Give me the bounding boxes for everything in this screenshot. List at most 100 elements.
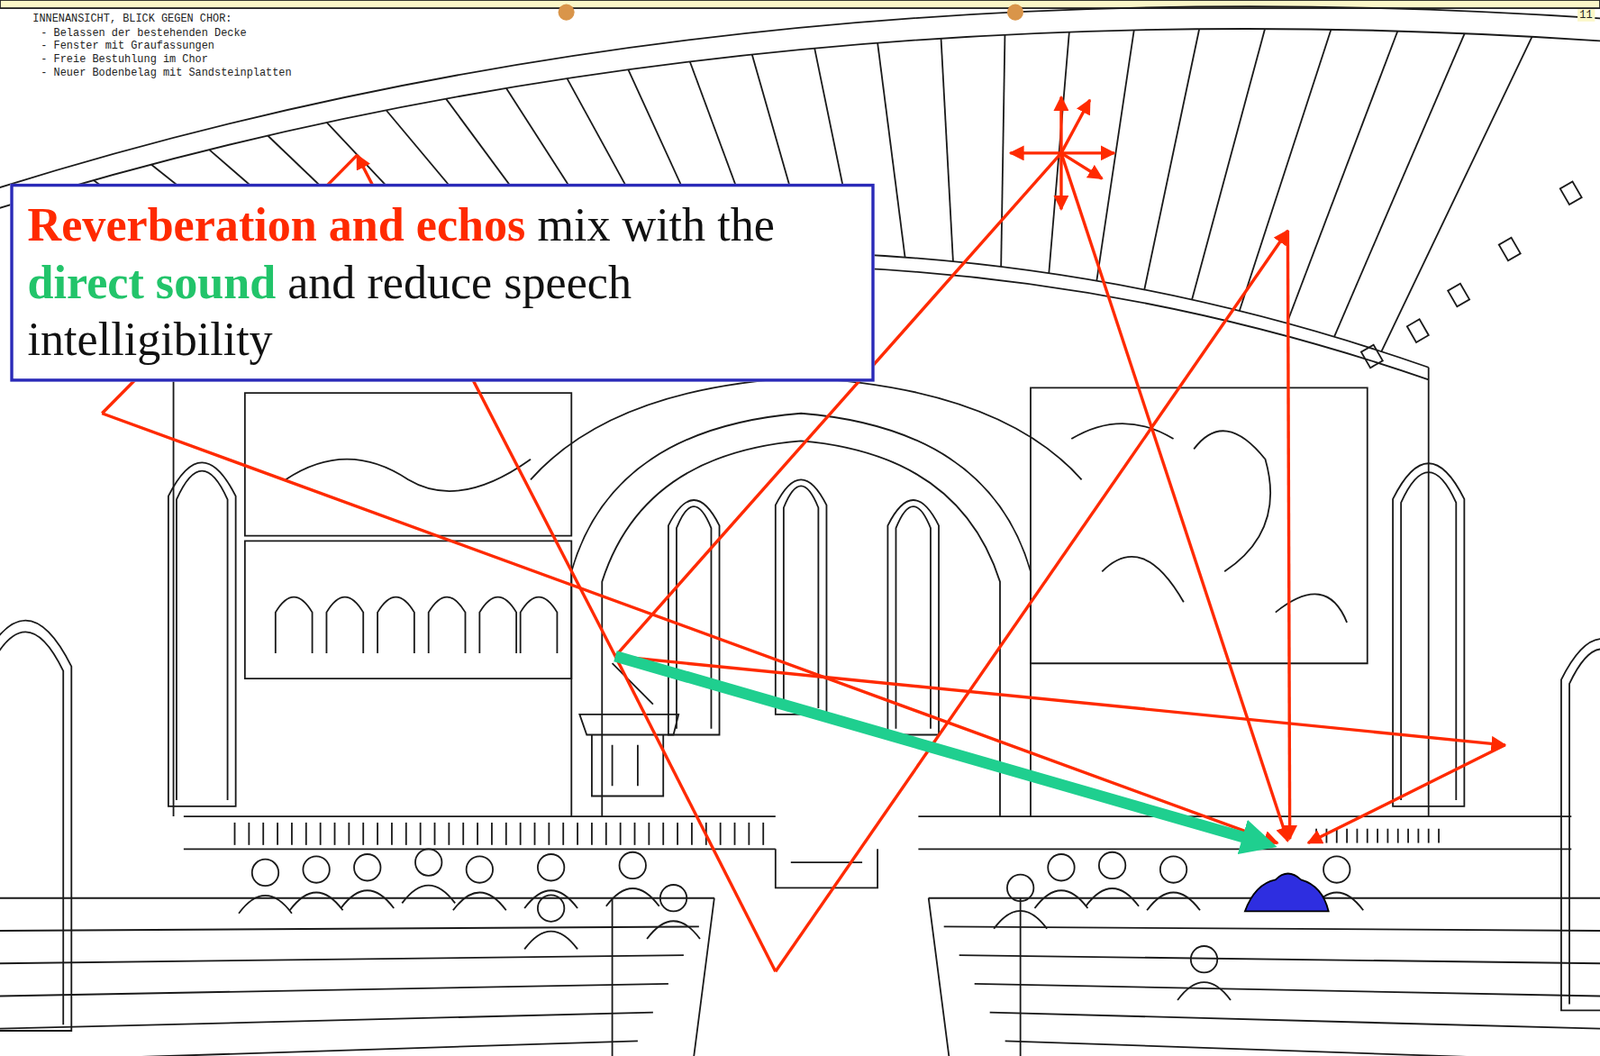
rail-bar bbox=[734, 822, 737, 846]
rail-bar bbox=[1437, 828, 1440, 844]
pew-row bbox=[959, 954, 1600, 964]
person-body bbox=[1146, 892, 1200, 911]
side-window bbox=[1561, 638, 1600, 1010]
ceiling-rib bbox=[1381, 36, 1532, 352]
ceiling-rib bbox=[1191, 28, 1265, 300]
rail-bar bbox=[619, 822, 622, 846]
reflection-ray bbox=[1308, 745, 1506, 844]
callout-box: Reverberation and echos mix with the dir… bbox=[9, 183, 874, 382]
header-note: - Neuer Bodenbelag mit Sandsteinplatten bbox=[38, 66, 294, 80]
ceiling-rib bbox=[877, 43, 905, 258]
side-window bbox=[176, 471, 228, 800]
wall-edge bbox=[172, 346, 175, 817]
pew-row bbox=[0, 1040, 638, 1056]
rail-bar bbox=[1345, 828, 1348, 844]
person-head bbox=[415, 848, 442, 875]
side-window bbox=[168, 462, 237, 806]
rail-bar bbox=[1366, 828, 1369, 844]
rail-bar bbox=[634, 822, 637, 846]
mural-panel bbox=[1030, 387, 1368, 664]
rail-bar bbox=[434, 822, 437, 846]
side-window bbox=[1569, 648, 1600, 1004]
rail-bar bbox=[1336, 828, 1338, 844]
ceiling-rib bbox=[1334, 33, 1465, 337]
side-window bbox=[1400, 472, 1456, 800]
altar-table bbox=[775, 848, 878, 888]
wall-edge bbox=[1427, 367, 1430, 817]
rail-bar bbox=[1397, 828, 1400, 844]
arch-ornament bbox=[530, 377, 1082, 480]
rail-bar bbox=[605, 822, 608, 846]
rail-bar bbox=[290, 822, 293, 846]
person-body bbox=[646, 920, 700, 939]
person-head bbox=[1047, 854, 1074, 881]
side-window bbox=[0, 631, 64, 1025]
rail-bar bbox=[505, 822, 508, 846]
pew-row bbox=[0, 926, 700, 931]
scatter-ray bbox=[1059, 153, 1063, 210]
mural-figure bbox=[275, 597, 313, 654]
rail-bar bbox=[647, 822, 650, 846]
pew-row bbox=[0, 1012, 654, 1029]
scatter-ray bbox=[1061, 100, 1091, 154]
pew-row bbox=[990, 1012, 1600, 1029]
person-head bbox=[1190, 945, 1218, 973]
header-note: INNENANSICHT, BLICK GEGEN CHOR: bbox=[30, 12, 235, 26]
chancel-window bbox=[895, 506, 931, 729]
rail-bar bbox=[319, 822, 322, 846]
chancel-window bbox=[887, 500, 939, 736]
ceiling-beam bbox=[0, 6, 1600, 194]
rail-bar bbox=[1427, 828, 1430, 844]
mural-figure bbox=[428, 597, 466, 654]
person-body bbox=[524, 931, 578, 950]
rail-bar bbox=[562, 822, 564, 846]
pew-row bbox=[1005, 1040, 1600, 1056]
ceiling-lamp bbox=[1499, 237, 1521, 262]
mural-figure bbox=[326, 597, 364, 654]
ceiling-lamp bbox=[1361, 345, 1383, 369]
header-note: - Belassen der bestehenden Decke bbox=[38, 26, 249, 39]
ceiling-rib bbox=[1286, 30, 1398, 323]
rail-bar bbox=[547, 822, 550, 846]
pew-row bbox=[0, 954, 684, 964]
header-note: - Fenster mit Graufassungen bbox=[38, 39, 217, 53]
person-body bbox=[1035, 890, 1089, 909]
rail-bar bbox=[747, 822, 750, 846]
rail-bar bbox=[419, 822, 422, 846]
person-head bbox=[252, 859, 279, 886]
rail-bar bbox=[490, 822, 493, 846]
mural-figure bbox=[520, 597, 558, 654]
scatter-ray bbox=[1059, 97, 1063, 154]
rail-bar bbox=[247, 822, 250, 846]
rail-bar bbox=[534, 822, 537, 846]
side-window bbox=[1392, 463, 1464, 807]
person-body bbox=[290, 892, 344, 911]
listener bbox=[1245, 873, 1329, 912]
rail-bar bbox=[676, 822, 679, 846]
scatter-ray bbox=[1009, 151, 1062, 155]
person-body bbox=[453, 892, 507, 911]
beam-ornament bbox=[1007, 4, 1024, 21]
chancel-window bbox=[676, 506, 712, 729]
rail-bar bbox=[447, 822, 450, 846]
rail-bar bbox=[762, 822, 764, 846]
callout-text: Reverberation and echos mix with the dir… bbox=[27, 197, 858, 370]
person-head bbox=[1099, 852, 1126, 879]
mural-figure bbox=[285, 459, 531, 491]
ceiling-rib bbox=[941, 38, 954, 262]
rail-bar bbox=[334, 822, 337, 846]
pew-row bbox=[0, 983, 669, 997]
person-head bbox=[302, 855, 329, 882]
person-head bbox=[354, 854, 381, 881]
ceiling-lamp bbox=[1407, 318, 1429, 343]
mural-panel bbox=[245, 392, 572, 537]
reflection-ray bbox=[615, 655, 776, 972]
rail-bar bbox=[276, 822, 279, 846]
rail-bar bbox=[462, 822, 464, 846]
pew-end bbox=[612, 898, 1021, 1056]
chancel-window bbox=[775, 479, 828, 715]
pew-row bbox=[0, 897, 715, 900]
rail-bar bbox=[719, 822, 722, 846]
